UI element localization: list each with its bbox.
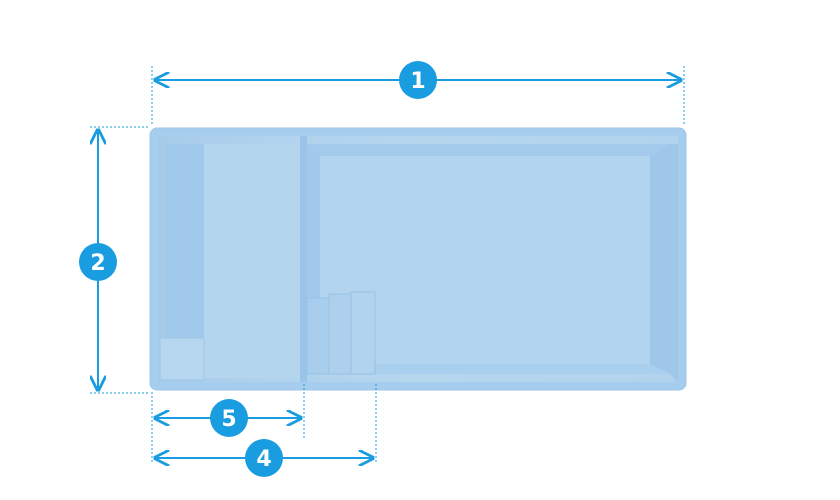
step-1 (306, 297, 330, 375)
badge-width-label: 2 (90, 251, 105, 276)
badge-bench-zone-label: 5 (221, 407, 236, 432)
step-2 (328, 293, 352, 375)
badge-bench-zone: 5 (210, 399, 248, 437)
divider-wall (300, 136, 307, 382)
badge-width-circle (79, 243, 117, 281)
step-3 (350, 291, 376, 375)
badge-length-circle (399, 61, 437, 99)
main-wall-right (650, 144, 678, 382)
badge-length: 1 (399, 61, 437, 99)
main-wall-bottom (375, 364, 670, 374)
bench-top (204, 144, 300, 378)
badge-bench-zone-circle (210, 399, 248, 437)
main-wall-top (307, 144, 670, 156)
badge-width: 2 (79, 243, 117, 281)
badge-steps-zone: 4 (245, 439, 283, 477)
pool-steps (306, 291, 376, 375)
corner-seat (159, 337, 205, 381)
pool-shell (149, 127, 687, 391)
guide-lines (90, 66, 685, 462)
badge-steps-zone-label: 4 (256, 447, 271, 472)
badge-length-label: 1 (410, 69, 425, 94)
main-wall-left (307, 144, 320, 298)
badge-steps-zone-circle (245, 439, 283, 477)
